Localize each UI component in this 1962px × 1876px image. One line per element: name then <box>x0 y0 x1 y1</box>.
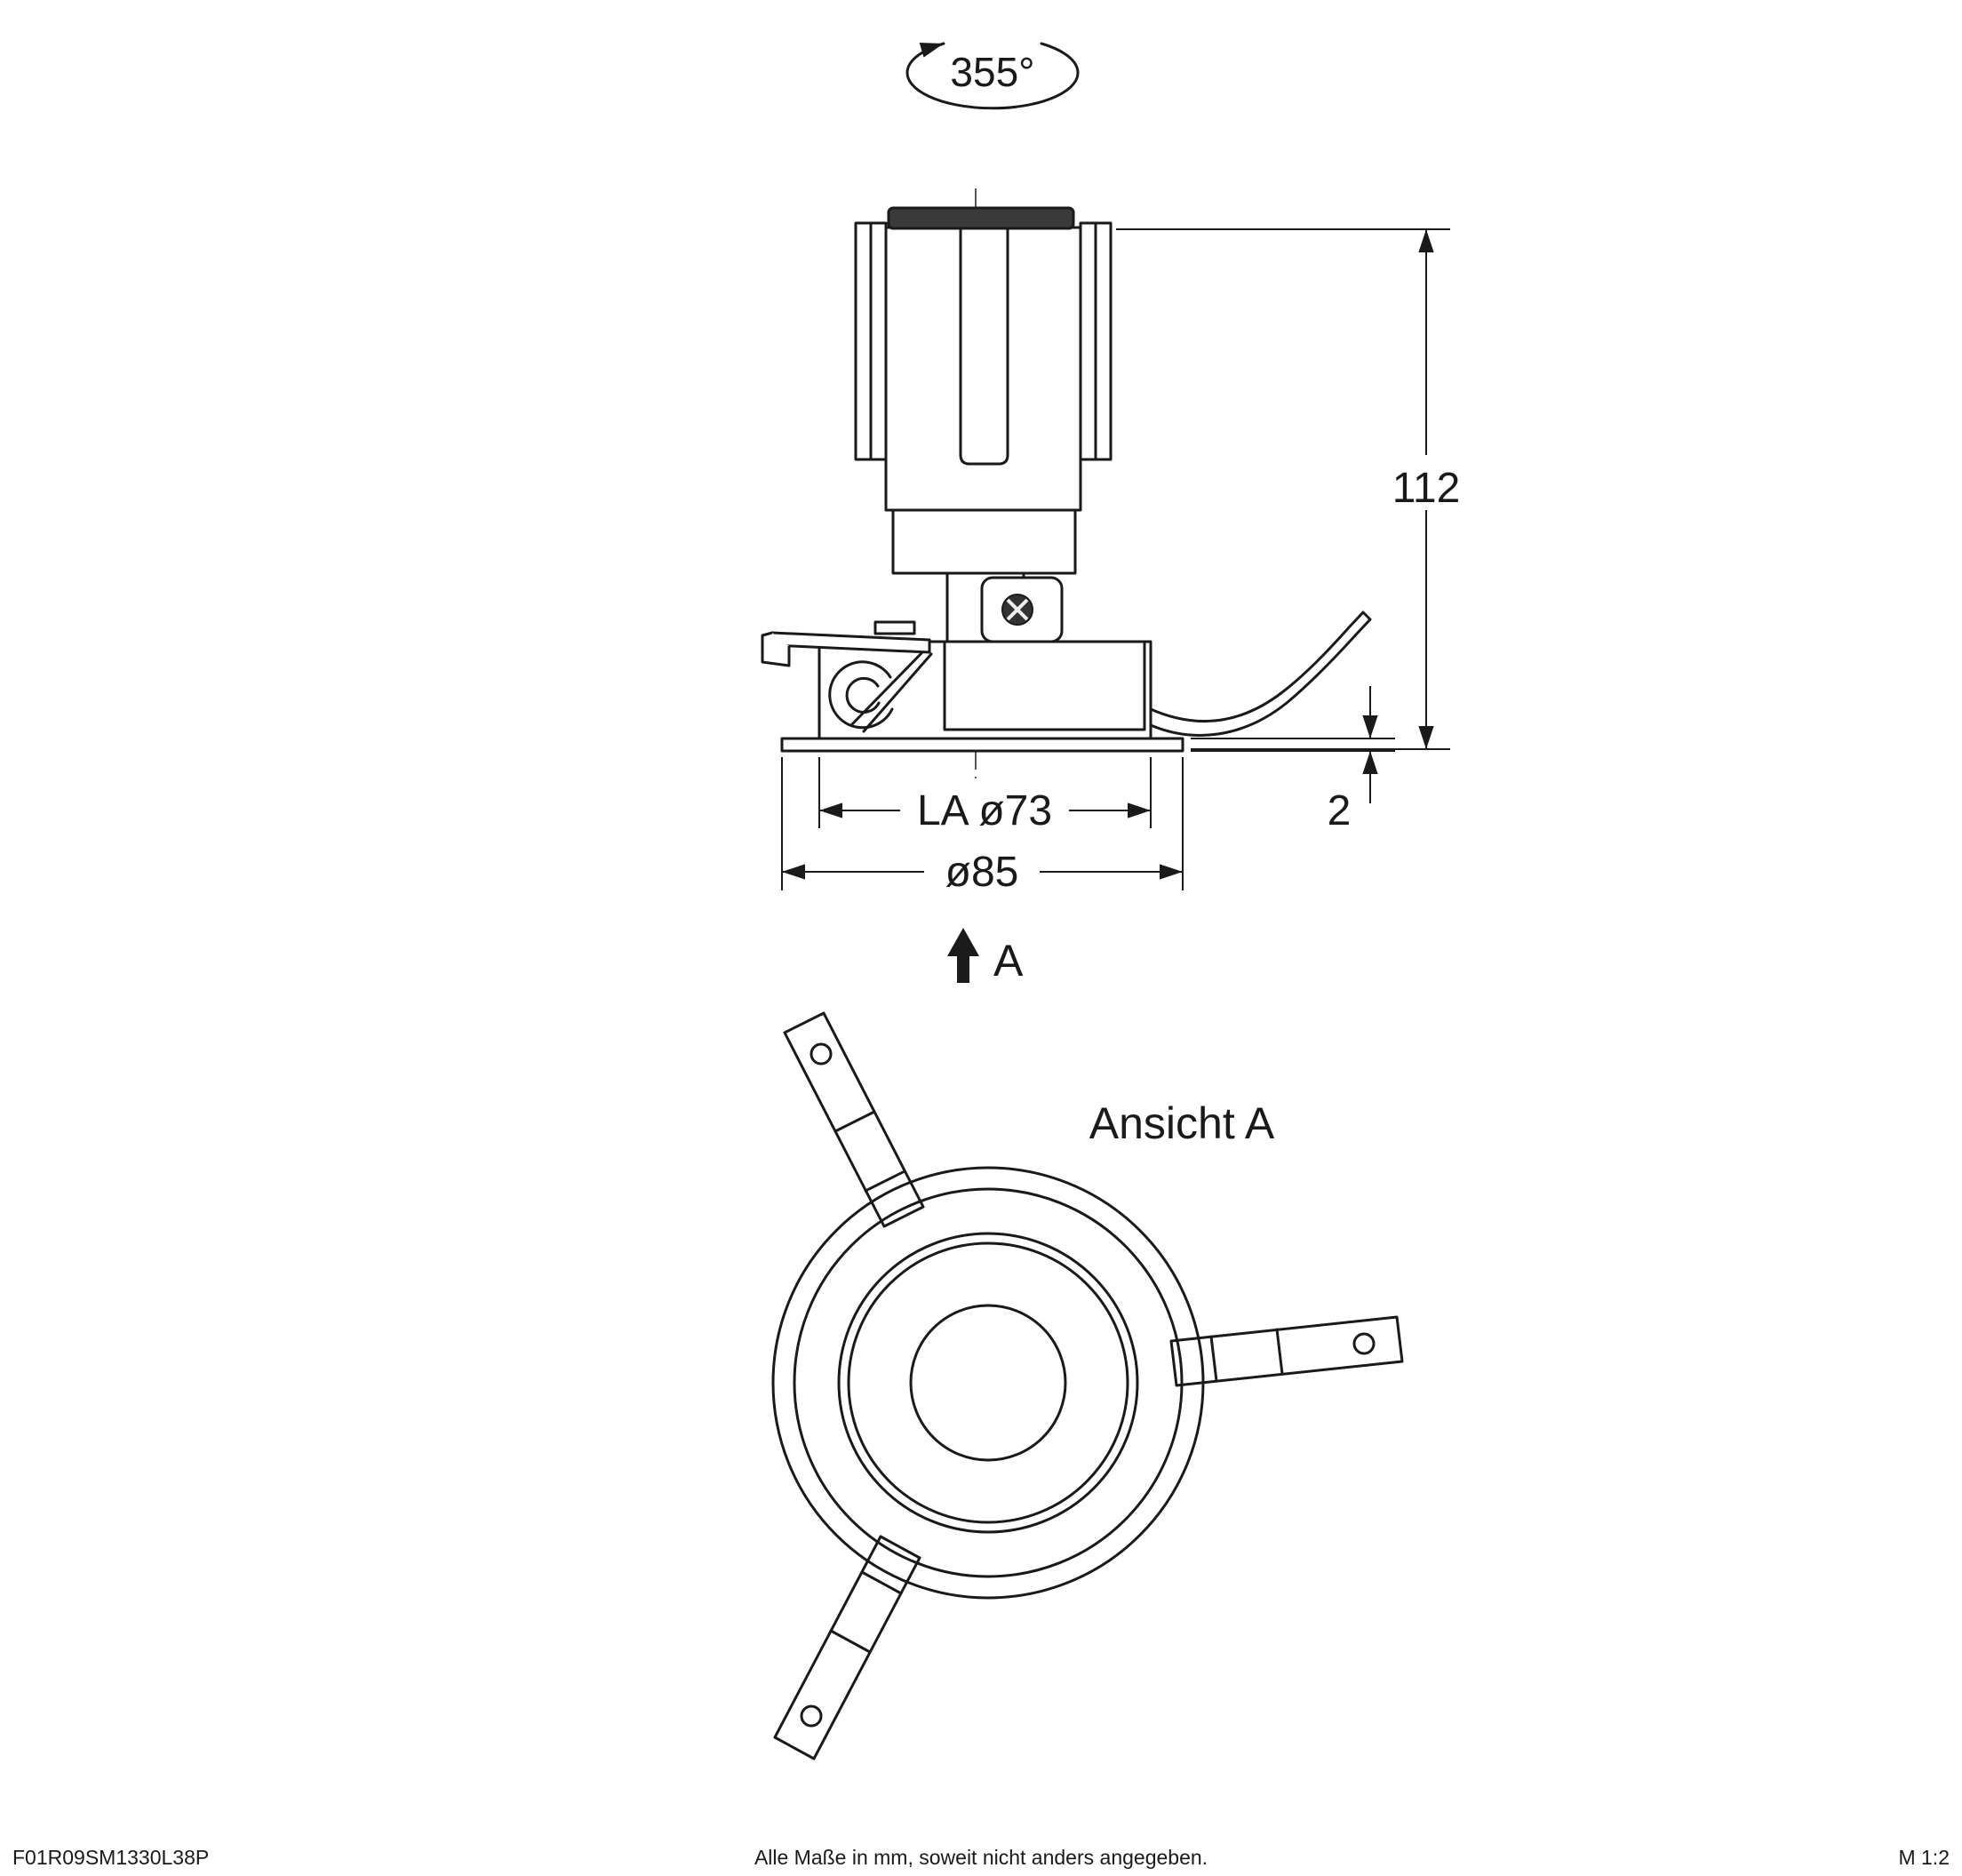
clip-arm-bottom <box>773 1535 921 1760</box>
flange-thickness-label: 2 <box>1328 787 1352 834</box>
clip-latch <box>873 620 916 635</box>
clip-hole <box>810 1042 833 1066</box>
outer-diameter-label: ø85 <box>945 849 1019 896</box>
dim-text-mask <box>1383 455 1470 510</box>
clip-segment-line <box>833 1110 876 1133</box>
dimension-cutout-la73: LA ø73 <box>818 757 1152 835</box>
view-direction-marker: A <box>947 928 1024 986</box>
clip-coil-inner <box>845 676 881 714</box>
heatsink-center-slot <box>959 227 1009 466</box>
clip-arm-top <box>783 1011 925 1228</box>
clip-strut-1 <box>849 651 924 727</box>
view-arrow-up-icon <box>947 928 979 983</box>
right-leaf-spring <box>1149 611 1372 737</box>
lamp-top-cap <box>887 206 1075 230</box>
clip-coil-outer <box>828 660 894 730</box>
side-view: 112 2 LA ø73 ø85 A <box>761 188 1470 986</box>
lens-circle <box>909 1304 1067 1462</box>
rotation-angle-label: 355° <box>950 49 1034 95</box>
clip-hole <box>1352 1332 1376 1355</box>
footer-scale: M 1:2 <box>1898 1846 1950 1869</box>
trim-flange <box>780 737 1184 753</box>
clip-segment-line <box>860 1570 903 1595</box>
trim-inner-circle <box>793 1187 1184 1578</box>
dim-text-mask <box>900 786 1069 835</box>
driver-housing <box>891 508 1077 575</box>
footer: F01R09SM1330L38P Alle Maße in mm, soweit… <box>12 1846 1950 1869</box>
clip-hook <box>761 631 791 667</box>
dim-text-mask <box>924 847 1040 897</box>
clip-segment-line <box>1209 1335 1218 1383</box>
clip-arm-body <box>773 1535 921 1760</box>
bezel-inner-circle <box>847 1241 1129 1524</box>
clip-strut-2 <box>862 652 933 733</box>
heatsink-body <box>884 226 1082 512</box>
clip-segment-line <box>864 1170 906 1193</box>
clip-arm-body <box>1169 1315 1404 1387</box>
clip-segment-line <box>829 1629 872 1654</box>
footer-note: Alle Maße in mm, soweit nicht anders ang… <box>754 1846 1208 1869</box>
bezel-outer-circle <box>837 1232 1139 1534</box>
cutout-diameter-label: LA ø73 <box>917 787 1052 834</box>
footer-article-code: F01R09SM1330L38P <box>12 1846 209 1869</box>
bottom-view-title: Ansicht A <box>1089 1098 1275 1148</box>
clip-arm <box>770 631 931 654</box>
dimension-outer-85: ø85 <box>781 757 1184 897</box>
left-spring-clip <box>761 620 933 733</box>
clip-hole <box>800 1704 823 1728</box>
height-dimension-label: 112 <box>1392 465 1461 512</box>
clip-arm-right <box>1169 1315 1404 1387</box>
dimension-flange-2: 2 <box>1191 686 1395 834</box>
can-inner-box <box>943 640 1146 731</box>
clip-segment-line <box>1275 1328 1284 1376</box>
clip-arm-body <box>783 1011 925 1228</box>
bottom-view: Ansicht A <box>771 1011 1404 1760</box>
dimension-height-112: 112 <box>1116 228 1470 750</box>
rotation-symbol: 355° <box>905 42 1080 110</box>
view-direction-label: A <box>993 936 1024 986</box>
screw-cross-2 <box>1006 598 1029 621</box>
trim-outer-circle <box>771 1166 1205 1600</box>
rotation-arc-arrow-icon <box>905 42 1080 110</box>
